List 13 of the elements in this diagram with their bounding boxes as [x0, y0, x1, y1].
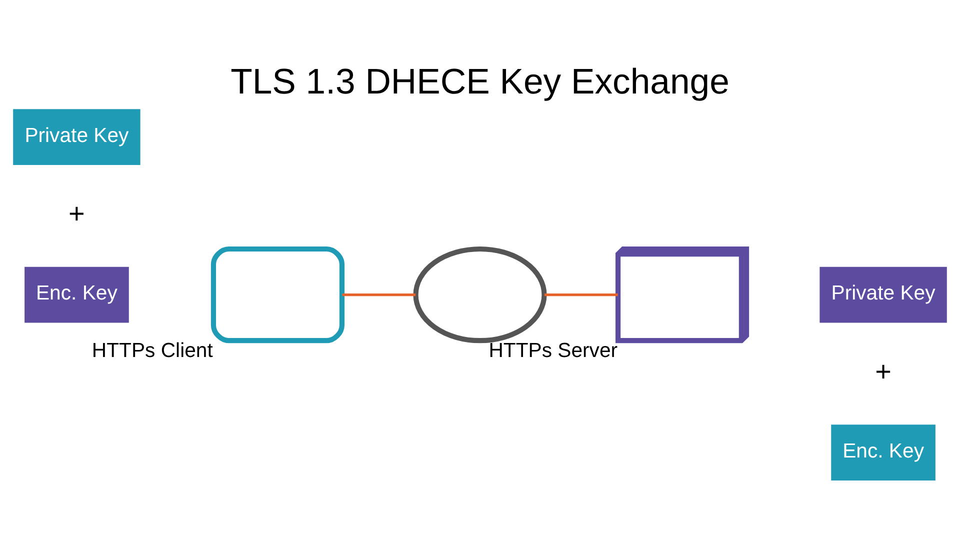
- label: +: [68, 198, 85, 230]
- node-box: Private Key: [820, 266, 947, 323]
- connector: [544, 294, 618, 296]
- node-label: HTTPs Server: [488, 340, 618, 362]
- node-box: Enc. Key: [24, 266, 129, 323]
- node-box: Enc. Key: [831, 424, 936, 481]
- label: +: [875, 356, 892, 387]
- node-box: Private Key: [13, 109, 140, 166]
- node-laptop: [210, 246, 344, 344]
- connector: [342, 294, 416, 296]
- diagram-title: TLS 1.3 DHECE Key Exchange: [230, 62, 730, 102]
- node-cloud: [413, 246, 547, 344]
- node-label: HTTPs Client: [92, 340, 213, 362]
